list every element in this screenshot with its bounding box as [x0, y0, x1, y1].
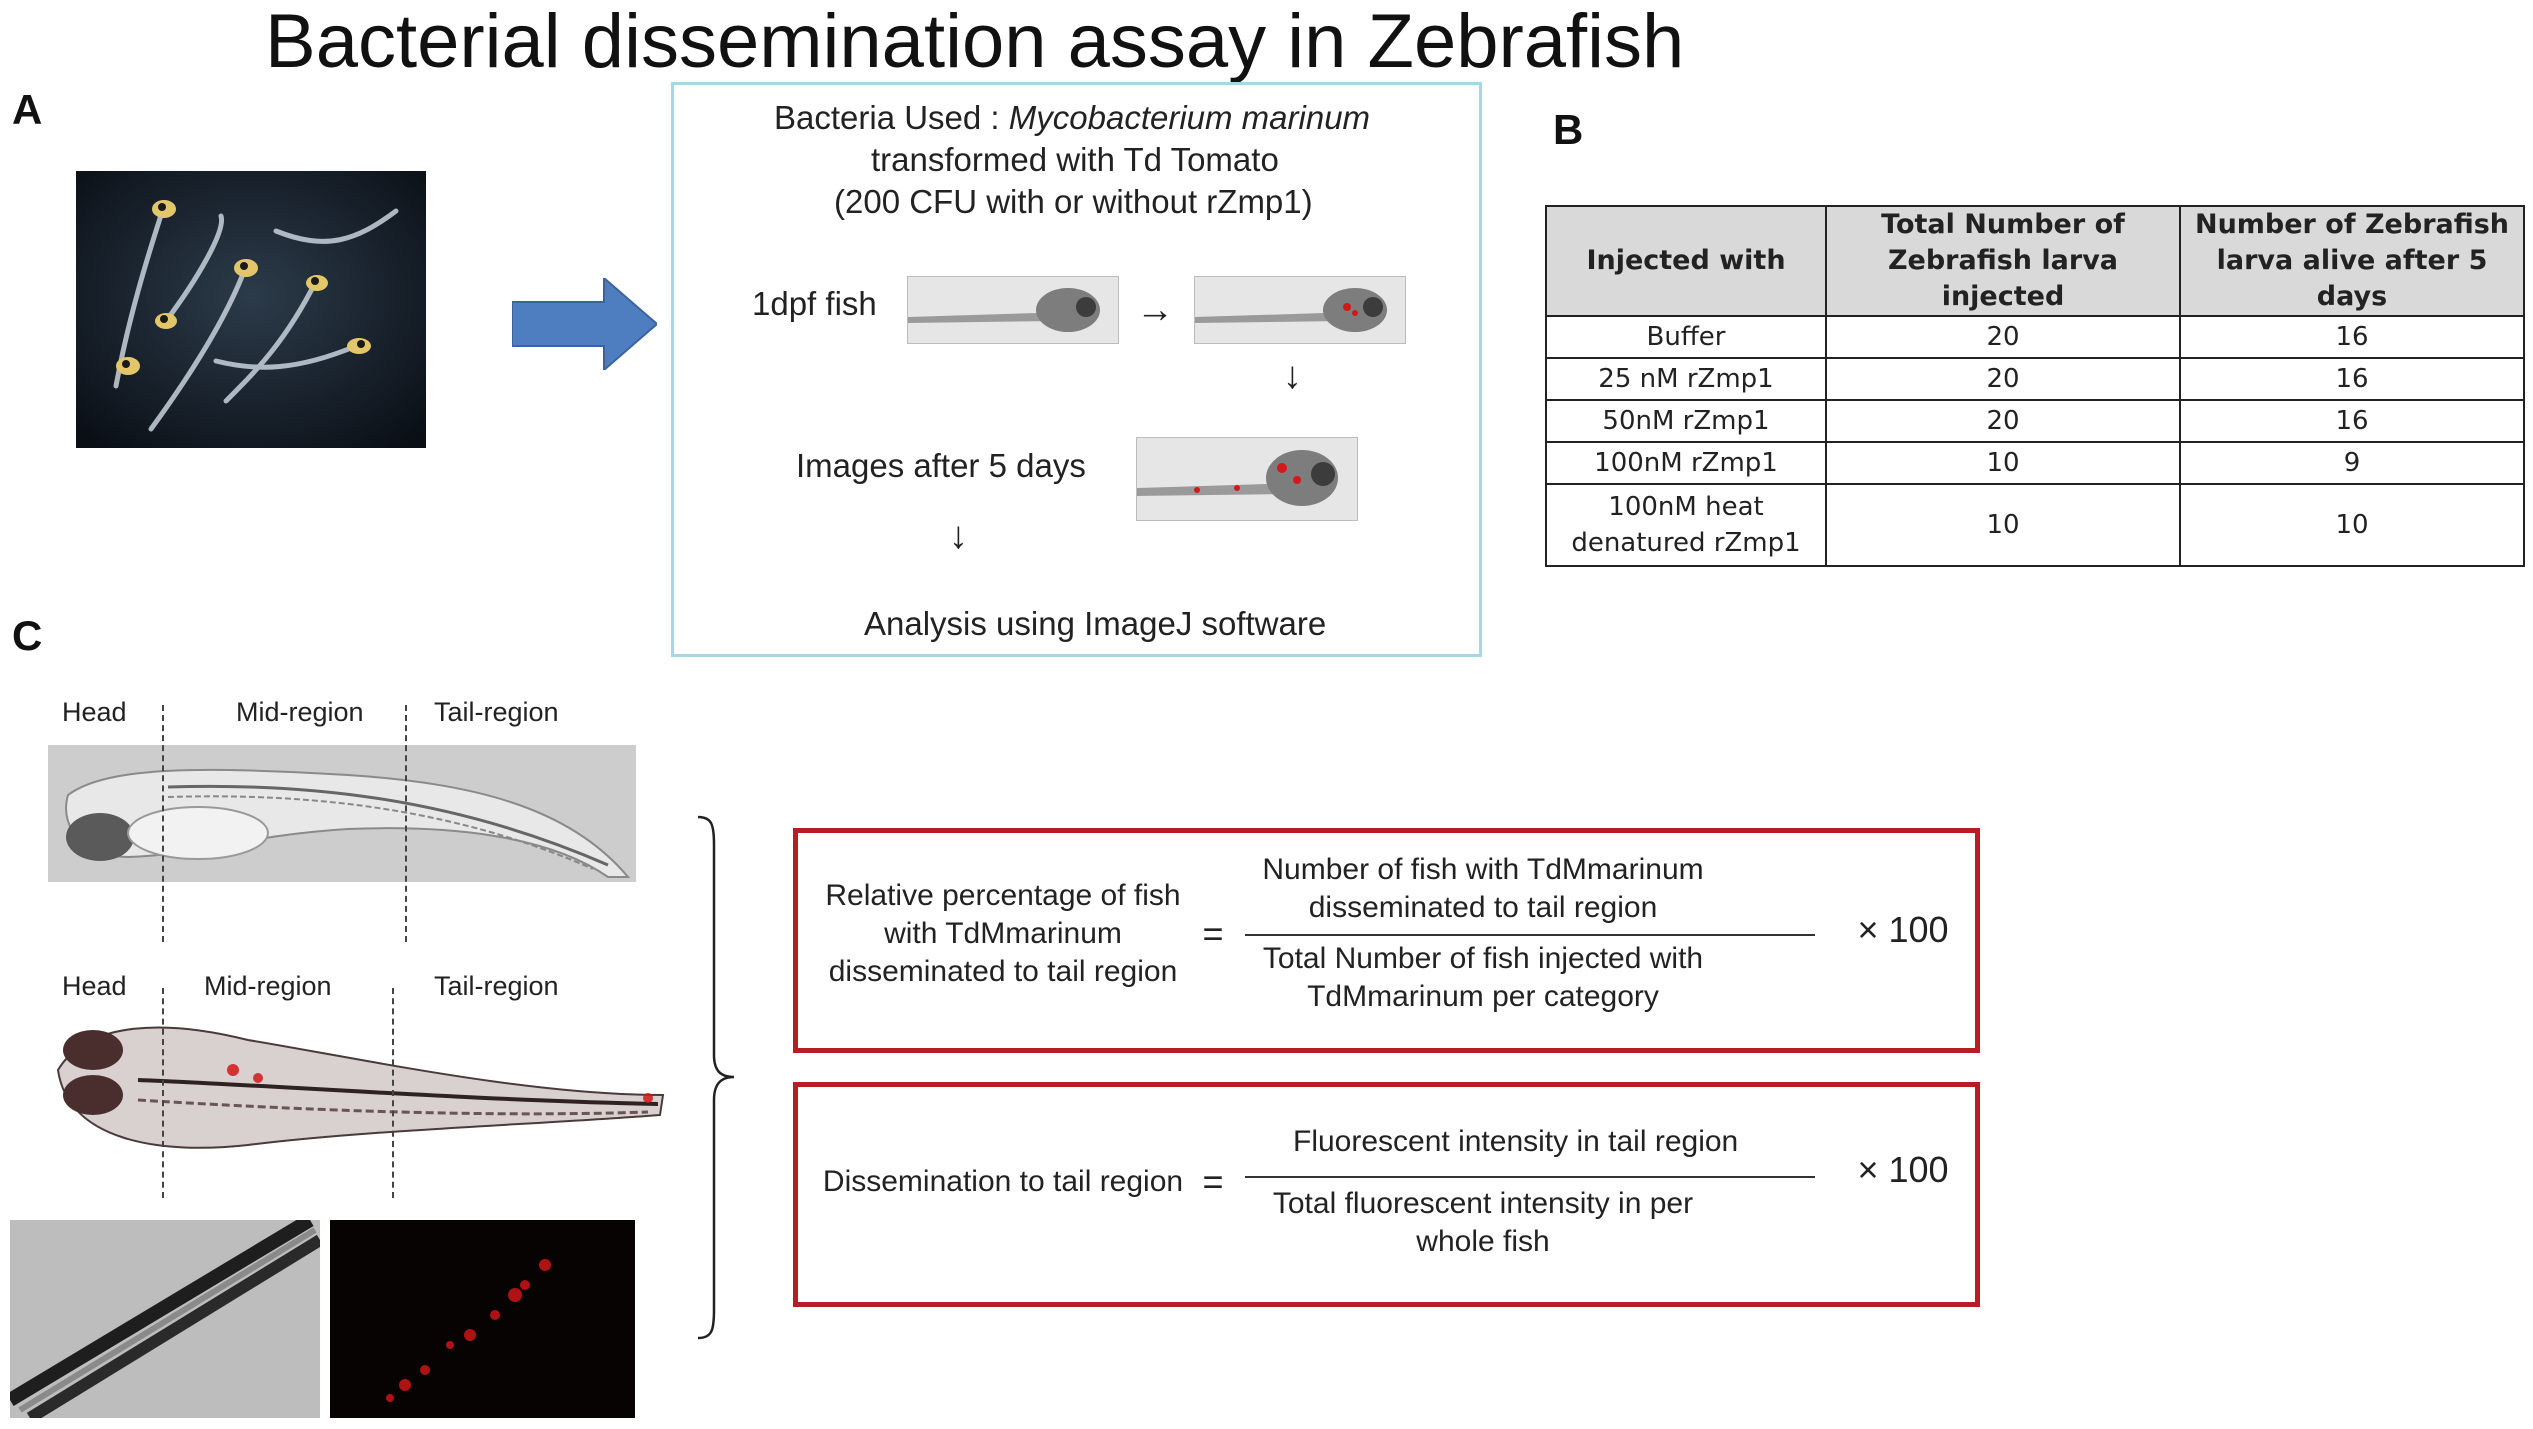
right-arrow-icon: [512, 278, 657, 370]
curly-brace: [697, 815, 735, 1340]
fluorescent-larva-image: [48, 1000, 668, 1170]
region-divider-2: [405, 705, 407, 942]
arrow-down-icon-2: ↓: [949, 515, 968, 557]
zebrafish-larvae-photo: [76, 171, 426, 448]
formula-box-relative-percentage: Relative percentage of fish with TdMmari…: [793, 828, 1980, 1053]
table-row: 100nM heat denatured rZmp1 10 10: [1545, 483, 2525, 567]
brightfield-tail-drawing: [10, 1220, 320, 1418]
brightfield-larva-drawing: [48, 745, 636, 882]
table-cell: 100nM heat denatured rZmp1: [1545, 483, 1827, 567]
region-label-mid-top: Mid-region: [236, 697, 364, 727]
region-divider-3: [162, 988, 164, 1198]
table-cell: 100nM rZmp1: [1545, 441, 1827, 485]
region-divider-1: [162, 705, 164, 942]
table-cell: 16: [2179, 399, 2525, 443]
larva-image-1: [907, 276, 1119, 344]
table-cell: 10: [2179, 483, 2525, 567]
region-label-mid-bottom: Mid-region: [204, 971, 332, 1001]
formula2-denominator: Total fluorescent intensity in per whole…: [1272, 1187, 1694, 1258]
formula2-equals: =: [1202, 1161, 1224, 1202]
fluorescent-larva-drawing: [56, 1026, 665, 1149]
larva-drawing-3: [1137, 438, 1357, 520]
larva-image-2: [1194, 276, 1406, 344]
table-cell: 9: [2179, 441, 2525, 485]
formula2-fraction-bar: [1245, 1176, 1815, 1178]
table-row: 50nM rZmp1 20 16: [1545, 399, 2525, 443]
analysis-label: Analysis using ImageJ software: [864, 605, 1327, 642]
panel-label-c: C: [12, 612, 43, 659]
formula1-numerator: Number of fish with TdMmarinum dissemina…: [1262, 853, 1704, 924]
formula2-multiplier: × 100: [1857, 1149, 1949, 1190]
table-cell: 16: [2179, 315, 2525, 359]
larva-drawing-1: [908, 277, 1118, 343]
panel-label-b: B: [1553, 106, 1584, 153]
table-row: Buffer 20 16: [1545, 315, 2525, 359]
protocol-box: Bacteria Used : Mycobacterium marinum tr…: [671, 82, 1482, 657]
table-cell: 10: [1825, 483, 2181, 567]
table-row: 100nM rZmp1 10 9: [1545, 441, 2525, 485]
region-label-head-bottom: Head: [62, 971, 127, 1001]
table-cell: 50nM rZmp1: [1545, 399, 1827, 443]
figure-title-text: Bacterial dissemination assay in Zebrafi…: [265, 0, 1685, 84]
larva-drawing-2: [1195, 277, 1405, 343]
larva-image-3: [1136, 437, 1358, 521]
formula2-lhs: Dissemination to tail region: [822, 1165, 1184, 1198]
bacteria-used-prefix: Bacteria Used :: [774, 99, 1009, 136]
formula-box-dissemination: Dissemination to tail region = Fluoresce…: [793, 1082, 1980, 1307]
table-header-cell: Total Number of Zebrafish larva injected: [1825, 205, 2181, 317]
formula2-numerator: Fluorescent intensity in tail region: [1293, 1125, 1739, 1158]
region-label-head-top: Head: [62, 697, 127, 727]
table-cell: 16: [2179, 357, 2525, 401]
formula1-denominator: Total Number of fish injected with TdMma…: [1262, 942, 1704, 1013]
bacteria-species: Mycobacterium marinum: [1008, 99, 1371, 136]
table-header-cell: Number of Zebrafish larva alive after 5 …: [2179, 205, 2525, 317]
table-cell: 25 nM rZmp1: [1545, 357, 1827, 401]
cfu-line: (200 CFU with or without rZmp1): [834, 183, 1313, 220]
survival-table: Injected with Total Number of Zebrafish …: [1545, 205, 2525, 567]
formula1-equals: =: [1202, 913, 1224, 954]
panel-label-a: A: [12, 86, 43, 133]
formula1-multiplier: × 100: [1857, 909, 1949, 950]
zebrafish-larvae-illustration: [76, 171, 426, 448]
fluorescence-tail-zoom: [330, 1220, 635, 1418]
brightfield-tail-zoom: [10, 1220, 320, 1418]
table-cell: 20: [1825, 357, 2181, 401]
brightfield-larva-image: [48, 745, 636, 882]
transformed-line: transformed with Td Tomato: [871, 141, 1279, 178]
stage-label: 1dpf fish: [752, 285, 877, 322]
table-cell: 20: [1825, 399, 2181, 443]
formula1-lhs: Relative percentage of fish with TdMmari…: [825, 879, 1181, 988]
table-cell: Buffer: [1545, 315, 1827, 359]
table-header-cell: Injected with: [1545, 205, 1827, 317]
after-days-label: Images after 5 days: [796, 447, 1086, 484]
region-label-tail-bottom: Tail-region: [434, 971, 559, 1001]
table-cell: 10: [1825, 441, 2181, 485]
formula1-fraction-bar: [1245, 934, 1815, 936]
fluorescence-tail-drawing: [330, 1220, 635, 1418]
region-divider-4: [392, 988, 394, 1198]
table-row: 25 nM rZmp1 20 16: [1545, 357, 2525, 401]
table-header-row: Injected with Total Number of Zebrafish …: [1545, 205, 2525, 317]
arrow-down-icon: ↓: [1283, 355, 1302, 397]
arrow-right-icon: →: [1136, 289, 1174, 331]
bacteria-used-line: Bacteria Used : Mycobacterium marinum: [774, 99, 1370, 137]
region-label-tail-top: Tail-region: [434, 697, 559, 727]
table-cell: 20: [1825, 315, 2181, 359]
